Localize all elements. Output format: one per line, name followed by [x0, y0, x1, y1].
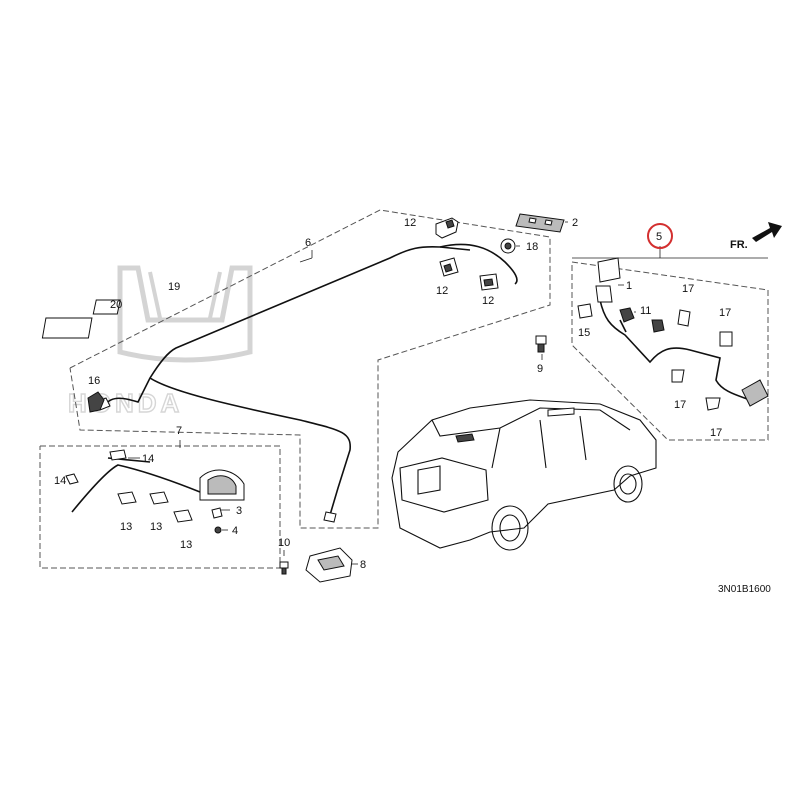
callout-5[interactable]: 5 [656, 231, 662, 243]
callout-12-top[interactable]: 12 [404, 217, 416, 229]
vehicle-illustration [391, 399, 657, 551]
clip-18 [500, 238, 516, 254]
callout-3[interactable]: 3 [236, 505, 242, 517]
callout-17-top[interactable]: 17 [682, 283, 694, 295]
leader-lines [128, 221, 768, 565]
bolt-9 [535, 335, 547, 353]
callout-11[interactable]: 11 [640, 305, 651, 317]
pad-20 [41, 317, 93, 339]
callout-17-bottom-left[interactable]: 17 [674, 399, 686, 411]
callout-1[interactable]: 1 [626, 280, 632, 292]
pad-19 [92, 299, 121, 315]
bolt-10 [279, 561, 289, 575]
watermark-text: HONDA [68, 388, 183, 418]
clip-16 [87, 391, 105, 413]
callout-14-left[interactable]: 14 [54, 475, 66, 487]
group-box-6 [69, 209, 551, 529]
clip-12-left [439, 257, 459, 277]
front-direction-label: FR. [730, 239, 748, 251]
callout-labels: 2 12 6 18 12 12 9 19 20 16 5 1 11 17 17 … [54, 217, 731, 571]
callout-7[interactable]: 7 [176, 425, 182, 437]
callout-13-left[interactable]: 13 [120, 521, 132, 533]
callout-19[interactable]: 19 [168, 281, 180, 293]
callout-20[interactable]: 20 [110, 299, 122, 311]
callout-12-right[interactable]: 12 [482, 295, 494, 307]
clip-12-right [479, 273, 499, 291]
callout-10[interactable]: 10 [278, 537, 290, 549]
callout-16[interactable]: 16 [88, 375, 100, 387]
clip-12-top [435, 217, 459, 239]
diagram-code: 3N01B1600 [718, 584, 771, 595]
callout-13-mid[interactable]: 13 [150, 521, 162, 533]
callout-17-bottom-right[interactable]: 17 [710, 427, 722, 439]
group-box-5 [571, 261, 769, 441]
bracket-2 [515, 213, 565, 233]
front-direction-arrow: FR. [730, 222, 782, 251]
callout-12-left[interactable]: 12 [436, 285, 448, 297]
callout-18[interactable]: 18 [526, 241, 538, 253]
honda-watermark: HONDA [67, 265, 253, 419]
callout-14-top[interactable]: 14 [142, 453, 154, 465]
antenna-feeder-cable-6 [95, 243, 518, 523]
callout-15[interactable]: 15 [578, 327, 590, 339]
rear-harness-5 [577, 257, 769, 411]
callout-13-right[interactable]: 13 [180, 539, 192, 551]
roof-antenna-7 [65, 449, 245, 534]
callout-4[interactable]: 4 [232, 525, 238, 537]
callout-8[interactable]: 8 [360, 559, 366, 571]
callout-2[interactable]: 2 [572, 217, 578, 229]
callout-17-right[interactable]: 17 [719, 307, 731, 319]
callout-9[interactable]: 9 [537, 363, 543, 375]
part-5-highlight-circle [647, 223, 673, 249]
callout-6[interactable]: 6 [305, 237, 311, 249]
module-8 [305, 547, 353, 583]
